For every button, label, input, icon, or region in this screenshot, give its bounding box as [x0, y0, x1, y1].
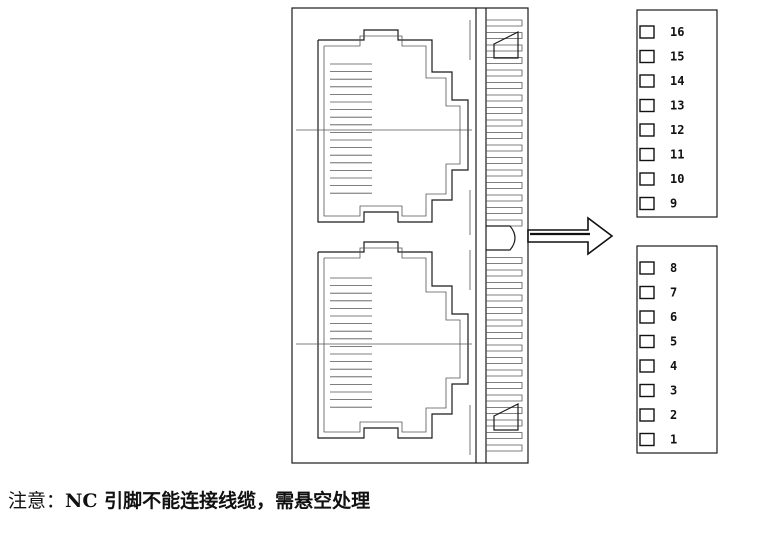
pin-label: 1 [670, 433, 677, 447]
fin-line [486, 194, 523, 202]
pin-label: 14 [670, 74, 684, 88]
fin-line [486, 132, 523, 139]
pin-label: 9 [670, 197, 677, 211]
fin-line [486, 219, 523, 227]
fin-line [486, 82, 523, 89]
fin-line [486, 144, 523, 152]
arrow-right-icon [527, 216, 614, 256]
pin-box-top [639, 123, 655, 137]
fin-line [486, 94, 523, 102]
pin-label: 12 [670, 123, 684, 137]
fin-line [486, 369, 523, 377]
fin-line [486, 69, 523, 77]
fin-line [486, 332, 523, 339]
fin-line [486, 357, 523, 364]
pin-box-top [639, 25, 655, 39]
connector-fins [486, 19, 523, 452]
pin-label: 4 [670, 359, 677, 373]
pin-label: 15 [670, 50, 684, 64]
pin-box-bottom [639, 383, 655, 398]
pin-label: 8 [670, 261, 677, 275]
lower-port-contacts [330, 277, 372, 408]
pin-box-top [639, 49, 655, 64]
fin-line [486, 157, 523, 164]
pin-box-top [639, 74, 655, 88]
pin-box-bottom [639, 261, 655, 275]
fin-line [486, 169, 523, 177]
pin-box-bottom [639, 334, 655, 349]
pin-label: 10 [670, 172, 684, 186]
pin-label: 16 [670, 25, 684, 39]
fin-line [486, 269, 523, 277]
fin-line [486, 282, 523, 289]
fin-line [486, 319, 523, 327]
fin-line [486, 307, 523, 314]
fin-line [486, 19, 523, 27]
fin-line [486, 344, 523, 352]
fin-line [486, 182, 523, 189]
nc-pin-note: 注意：NC 引脚不能连接线缆，需悬空处理 [8, 486, 370, 513]
fin-line [486, 32, 523, 39]
pin-label: 11 [670, 148, 684, 162]
pin-box-bottom [639, 432, 655, 447]
pin-label: 13 [670, 99, 684, 113]
note-prefix: 注意： [8, 490, 66, 512]
fin-line [486, 44, 523, 52]
pin-box-bottom [639, 285, 655, 300]
fin-line [486, 107, 523, 114]
pin-box-bottom [639, 359, 655, 373]
pin-label: 3 [670, 384, 677, 398]
pin-box-bottom [639, 310, 655, 324]
lower-port-outline [296, 241, 472, 455]
pin-block-lower: 8 7 6 5 4 3 2 1 [636, 245, 718, 454]
pin-block-upper: 16 15 14 13 12 11 10 9 [636, 9, 718, 218]
rj45-connector-drawing [291, 7, 529, 464]
fin-line [486, 407, 523, 414]
pin-label: 5 [670, 335, 677, 349]
note-text: NC 引脚不能连接线缆，需悬空处理 [65, 490, 371, 512]
connector-pinout-diagram: 16 15 14 13 12 11 10 9 8 7 6 5 4 3 2 1 [291, 7, 718, 464]
fin-line [486, 419, 523, 427]
fin-line [486, 119, 523, 127]
pin-label: 2 [670, 408, 677, 422]
fin-line [486, 382, 523, 389]
pin-box-top [639, 98, 655, 113]
pin-box-top [639, 147, 655, 162]
pin-box-top [639, 196, 655, 211]
pin-box-bottom [639, 408, 655, 422]
fin-line [486, 207, 523, 214]
fin-line [486, 294, 523, 302]
fin-line [486, 432, 523, 439]
upper-port-outline [296, 20, 472, 235]
fin-line [486, 444, 523, 452]
pin-label: 7 [670, 286, 677, 300]
upper-port-contacts [330, 63, 372, 194]
fin-line [486, 394, 523, 402]
pin-label: 6 [670, 310, 677, 324]
pin-box-top [639, 172, 655, 186]
fin-line [486, 257, 523, 264]
